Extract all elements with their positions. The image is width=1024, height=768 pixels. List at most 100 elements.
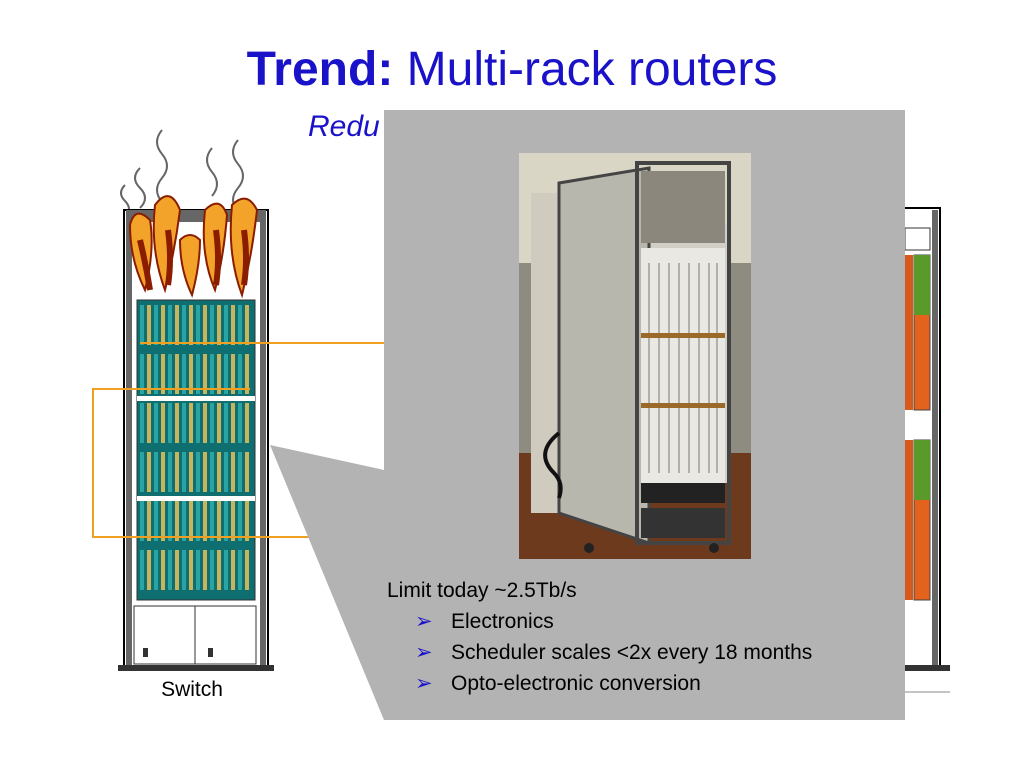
callout-text: Limit today ~2.5Tb/s ➢Electronics ➢Sched… — [387, 575, 902, 699]
line-card-slot — [245, 403, 249, 443]
line-card-slot — [175, 403, 179, 443]
line-card-slot — [154, 305, 158, 345]
arrow-bullet-icon: ➢ — [415, 672, 433, 695]
line-card-slot — [140, 550, 144, 590]
line-card-slot — [182, 550, 186, 590]
line-card-slot — [175, 550, 179, 590]
line-card-slot — [210, 354, 214, 394]
line-card-slot — [203, 501, 207, 541]
line-card-slot — [196, 305, 200, 345]
callout-bullet: ➢Scheduler scales <2x every 18 months — [415, 637, 902, 668]
line-card-slot — [238, 354, 242, 394]
line-card-slot — [238, 501, 242, 541]
line-card-slot — [196, 550, 200, 590]
line-card-slot — [196, 452, 200, 492]
line-card-slot — [140, 354, 144, 394]
line-card-slot — [203, 550, 207, 590]
line-card-slot — [182, 501, 186, 541]
line-card-slot — [140, 452, 144, 492]
line-card-slot — [245, 354, 249, 394]
line-card-slot — [147, 305, 151, 345]
line-card-slot — [161, 550, 165, 590]
line-card-slot — [147, 452, 151, 492]
line-card-slot — [217, 305, 221, 345]
line-card-slot — [154, 501, 158, 541]
line-card-slot — [238, 305, 242, 345]
line-card-slot — [161, 403, 165, 443]
line-card-slot — [182, 452, 186, 492]
callout-heading: Limit today ~2.5Tb/s — [387, 579, 577, 602]
line-card-slot — [210, 501, 214, 541]
callout-box: Limit today ~2.5Tb/s ➢Electronics ➢Sched… — [384, 110, 905, 720]
line-card-slot — [189, 452, 193, 492]
line-card-slot — [217, 403, 221, 443]
line-card-slot — [175, 305, 179, 345]
line-card-slot — [140, 501, 144, 541]
line-card-slot — [224, 501, 228, 541]
line-card-slot — [189, 403, 193, 443]
line-card-slot — [217, 501, 221, 541]
line-card-slot — [196, 501, 200, 541]
line-card-slot — [154, 403, 158, 443]
line-card-slot — [196, 403, 200, 443]
line-card-slot — [217, 452, 221, 492]
line-card-slot — [238, 452, 242, 492]
line-card-slot — [175, 354, 179, 394]
line-card-slot — [147, 354, 151, 394]
line-card-slot — [224, 354, 228, 394]
line-card-slot — [231, 550, 235, 590]
line-card-slot — [238, 403, 242, 443]
line-card-slot — [182, 305, 186, 345]
line-card-slot — [231, 305, 235, 345]
line-card-slot — [231, 354, 235, 394]
line-card-slot — [140, 305, 144, 345]
line-card-slot — [224, 550, 228, 590]
line-card-slot — [189, 550, 193, 590]
line-card-slot — [245, 550, 249, 590]
flame-icon — [128, 195, 259, 299]
callout-bullet: ➢Electronics — [415, 606, 902, 637]
line-card-slot — [168, 305, 172, 345]
line-card-slot — [147, 550, 151, 590]
line-card-slot — [161, 305, 165, 345]
line-card-slot — [182, 403, 186, 443]
remote-rack — [899, 207, 950, 693]
line-card-slot — [189, 354, 193, 394]
line-card-slot — [147, 501, 151, 541]
line-card-slot — [182, 354, 186, 394]
line-card-slot — [147, 403, 151, 443]
line-card-slot — [161, 354, 165, 394]
line-card-slot — [161, 501, 165, 541]
line-card-slot — [175, 452, 179, 492]
line-card-slot — [217, 354, 221, 394]
line-card-slot — [224, 305, 228, 345]
line-card-slot — [154, 354, 158, 394]
line-card-slot — [168, 452, 172, 492]
line-card-slot — [168, 403, 172, 443]
line-card-slot — [196, 354, 200, 394]
line-card-slot — [189, 305, 193, 345]
line-card-slot — [210, 550, 214, 590]
line-card-slot — [203, 354, 207, 394]
arrow-bullet-icon: ➢ — [415, 610, 433, 633]
line-card-slot — [217, 550, 221, 590]
line-card-slot — [210, 452, 214, 492]
slide-title: Trend: Multi-rack routers — [0, 46, 1024, 94]
line-card-slot — [210, 305, 214, 345]
line-card-slot — [168, 550, 172, 590]
heat-wisps-icon — [120, 129, 244, 218]
line-card-slot — [245, 501, 249, 541]
line-card-slot — [231, 501, 235, 541]
title-bold: Trend: — [246, 43, 394, 96]
line-card-slot — [231, 403, 235, 443]
callout-pointer — [270, 445, 384, 720]
line-card-slot — [245, 452, 249, 492]
title-rest: Multi-rack routers — [393, 43, 778, 96]
line-card-slot — [154, 550, 158, 590]
line-card-slot — [203, 305, 207, 345]
arrow-bullet-icon: ➢ — [415, 641, 433, 664]
line-card-slot — [238, 550, 242, 590]
line-card-slot — [168, 501, 172, 541]
